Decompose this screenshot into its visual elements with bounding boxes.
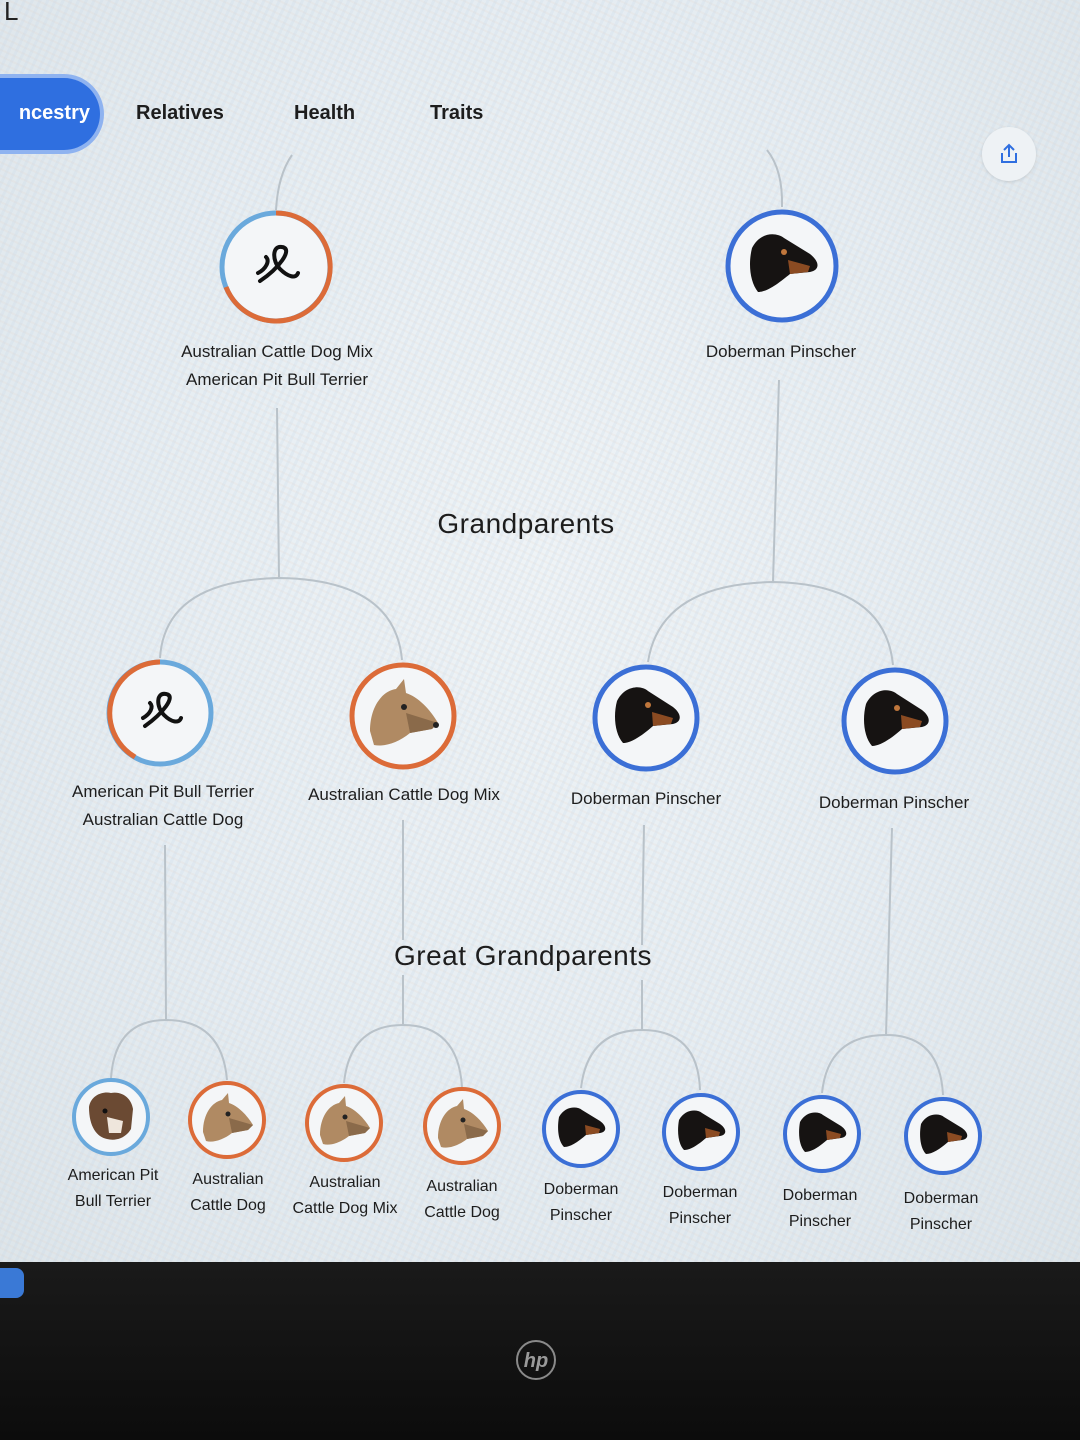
mixed-breed-icon — [256, 244, 300, 283]
doberman-icon — [799, 1112, 847, 1152]
doberman-icon — [864, 690, 929, 746]
share-button[interactable] — [982, 127, 1036, 181]
taskbar-mail-icon[interactable] — [0, 1268, 24, 1298]
doberman-icon — [750, 234, 818, 292]
corner-glyph: L — [4, 0, 19, 26]
cattle-dog-icon — [203, 1093, 253, 1142]
grandparent-node-doberman-2[interactable] — [840, 666, 950, 776]
share-icon — [1001, 143, 1017, 163]
cattle-dog-icon — [438, 1099, 488, 1148]
cattle-dog-icon — [320, 1096, 370, 1145]
great-grandparent-node-3[interactable] — [304, 1083, 384, 1163]
great-grandparent-node-6[interactable] — [661, 1092, 741, 1172]
tab-ancestry[interactable]: ncestry — [0, 78, 100, 150]
pit-bull-icon — [89, 1092, 133, 1140]
tab-health[interactable]: Health — [294, 102, 356, 124]
grandparent-label-cattle-mix: Australian Cattle Dog Mix — [308, 785, 500, 804]
mixed-breed-icon — [141, 691, 183, 728]
doberman-icon — [615, 687, 680, 743]
great-grandparent-node-4[interactable] — [422, 1086, 502, 1166]
doberman-icon — [678, 1110, 726, 1150]
parent-node-mix[interactable] — [218, 209, 334, 325]
great-grandparent-node-1[interactable] — [71, 1077, 151, 1157]
grandparent-node-cattle-mix[interactable] — [348, 661, 458, 771]
hp-logo: hp — [516, 1340, 556, 1380]
tab-traits[interactable]: Traits — [430, 102, 484, 124]
cattle-dog-icon — [370, 679, 439, 746]
great-grandparent-node-2[interactable] — [187, 1080, 267, 1160]
grandparent-node-mix[interactable] — [105, 658, 215, 768]
grandparent-label-doberman-2: Doberman Pinscher — [818, 793, 970, 812]
parent-label-doberman: Doberman Pinscher — [705, 342, 857, 361]
section-title-great-grandparents: Great Grandparents — [393, 940, 653, 971]
great-grandparent-node-8[interactable] — [903, 1096, 983, 1176]
tree-connector-lines — [110, 149, 944, 1096]
grandparent-node-doberman-1[interactable] — [591, 663, 701, 773]
doberman-icon — [920, 1114, 968, 1154]
grandparent-label-doberman-1: Doberman Pinscher — [570, 789, 722, 808]
parent-node-doberman[interactable] — [724, 208, 840, 324]
great-grandparent-node-7[interactable] — [782, 1094, 862, 1174]
section-title-grandparents: Grandparents — [437, 508, 615, 539]
tab-relatives[interactable]: Relatives — [136, 102, 224, 124]
great-grandparent-node-5[interactable] — [541, 1089, 621, 1169]
app-screen: L ncestry Relatives Health Traits — [0, 0, 1080, 1262]
tab-bar: ncestry Relatives Health Traits — [0, 78, 700, 150]
doberman-icon — [558, 1107, 606, 1147]
